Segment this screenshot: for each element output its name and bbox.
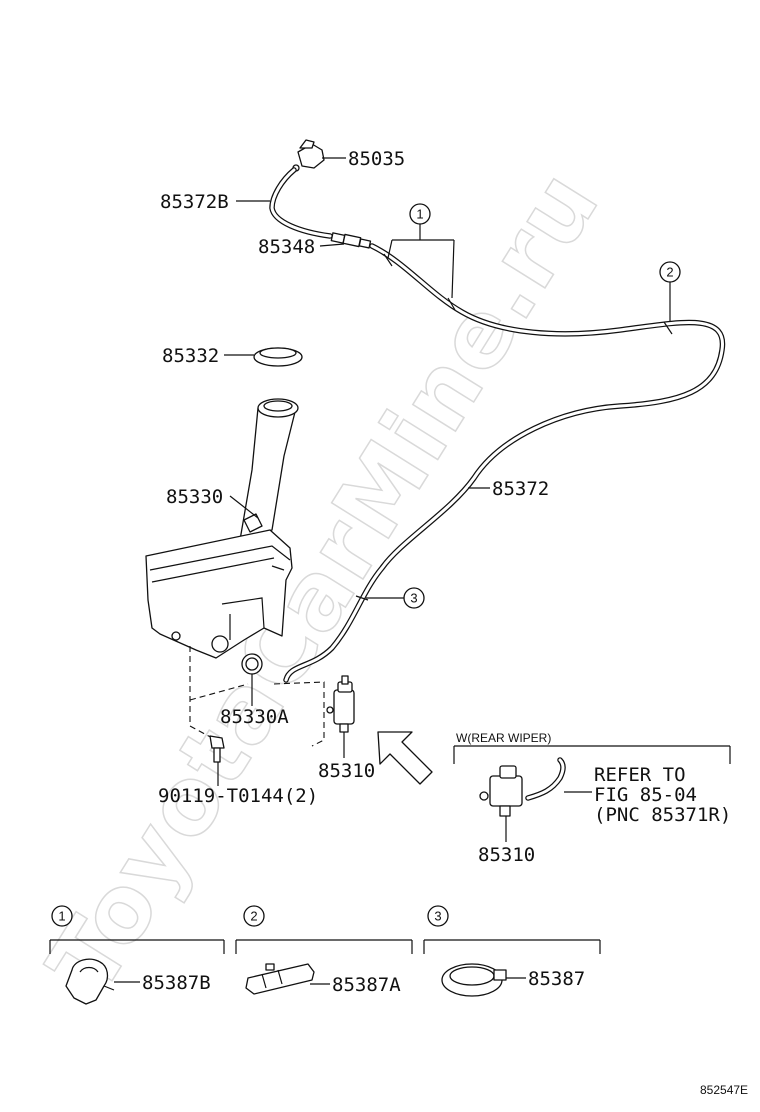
direction-arrow-icon	[377, 731, 433, 785]
nozzle-hose-assembly	[236, 139, 726, 683]
washer-nozzle-icon[interactable]	[292, 139, 325, 172]
label-85332: 85332	[162, 345, 219, 367]
label-85387B: 85387B	[142, 972, 211, 994]
grommet-icon[interactable]	[241, 653, 263, 675]
marker-2: 2	[659, 261, 681, 322]
figure-id: 852547E	[700, 1083, 748, 1097]
rear-wiper-title: W(REAR WIPER)	[456, 731, 551, 745]
label-85035: 85035	[348, 148, 405, 170]
label-rear-85310: 85310	[478, 844, 535, 866]
label-90119-T0144: 90119-T0144(2)	[158, 785, 318, 807]
svg-text:3: 3	[434, 909, 441, 924]
clamp-85387-icon[interactable]	[441, 963, 507, 997]
refer-line-1: REFER TO	[594, 764, 686, 786]
svg-text:1: 1	[58, 909, 65, 924]
washer-pump-icon[interactable]	[326, 675, 355, 733]
washer-tank-icon[interactable]	[145, 398, 299, 659]
svg-text:1: 1	[416, 207, 423, 222]
svg-text:2: 2	[666, 265, 673, 280]
label-85330A: 85330A	[220, 706, 289, 728]
svg-text:2: 2	[250, 909, 257, 924]
clamp-85387A-icon[interactable]	[245, 963, 315, 995]
label-85387A: 85387A	[332, 974, 401, 996]
watermark: ToyotaCarMine.ru	[28, 152, 620, 1012]
rear-wiper-box: W(REAR WIPER)	[453, 731, 731, 842]
label-85310: 85310	[318, 760, 375, 782]
hose-joint-icon[interactable]	[330, 232, 372, 249]
refer-line-3: (PNC 85371R)	[594, 804, 731, 826]
label-85330: 85330	[166, 486, 223, 508]
label-85348: 85348	[258, 236, 315, 258]
tank-cap-icon[interactable]	[253, 347, 303, 367]
label-85372: 85372	[492, 478, 549, 500]
label-85372B: 85372B	[160, 191, 229, 213]
bolt-icon[interactable]	[209, 735, 225, 763]
refer-line-2: FIG 85-04	[594, 784, 697, 806]
rear-washer-pump-icon[interactable]	[479, 765, 523, 817]
legend-row: 1 2 3	[49, 905, 601, 1005]
marker-1: 1	[387, 203, 455, 299]
marker-3: 3	[366, 587, 425, 609]
label-85387: 85387	[528, 968, 585, 990]
clamp-85387B-icon[interactable]	[65, 958, 115, 1005]
svg-text:3: 3	[410, 591, 417, 606]
